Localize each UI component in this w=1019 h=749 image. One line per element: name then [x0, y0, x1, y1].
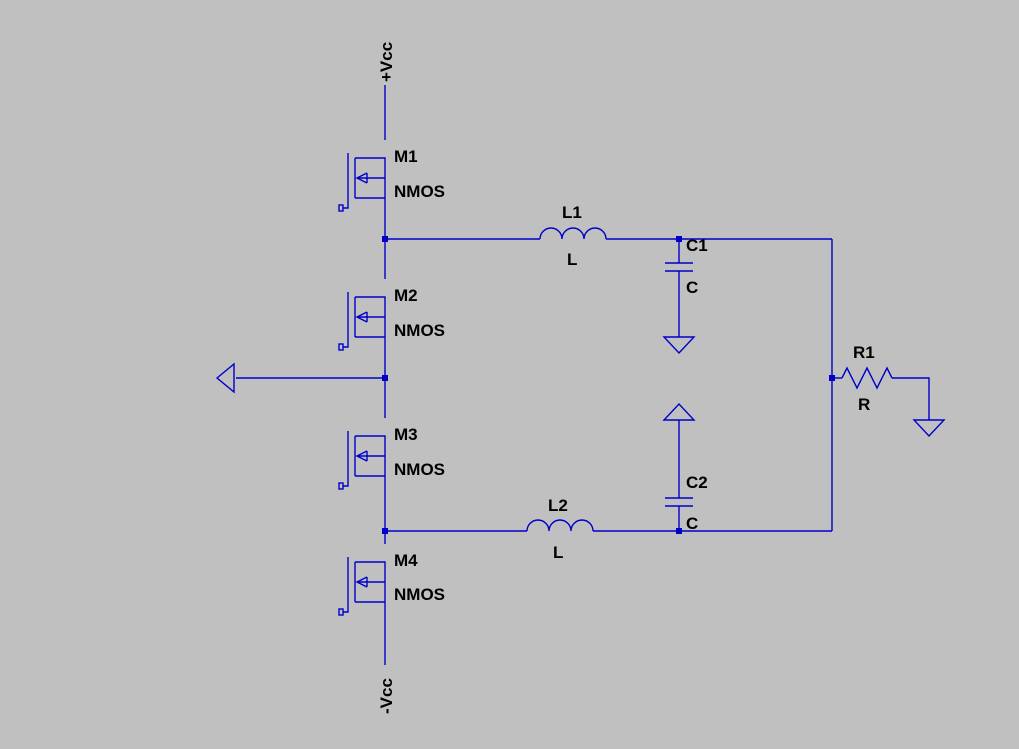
positive-rail-label: +Vcc: [377, 42, 396, 82]
resistor-r1[interactable]: [841, 366, 893, 390]
l1-value: L: [567, 250, 577, 269]
m1-value: NMOS: [394, 182, 445, 201]
c1-name: C1: [686, 236, 708, 255]
ground-icon: [663, 336, 695, 354]
junction-dot: [382, 375, 388, 381]
junction-dot: [829, 375, 835, 381]
c2-name: C2: [686, 473, 708, 492]
r1-value: R: [858, 395, 870, 414]
l2-value: L: [553, 543, 563, 562]
r1-lead-right: [892, 377, 930, 420]
negative-rail-label: -Vcc: [377, 678, 396, 714]
r1-name: R1: [853, 343, 875, 362]
l2-name: L2: [548, 496, 568, 515]
transistor-m1[interactable]: [338, 152, 386, 212]
m3-name: M3: [394, 425, 418, 444]
m2-name: M2: [394, 286, 418, 305]
inductor-l1[interactable]: [539, 227, 607, 240]
transistor-m3[interactable]: [338, 430, 386, 490]
junction-dot: [382, 236, 388, 242]
m2-value: NMOS: [394, 321, 445, 340]
m3-value: NMOS: [394, 460, 445, 479]
junction-dot: [382, 528, 388, 534]
junction-dot: [676, 528, 682, 534]
transistor-m4[interactable]: [338, 556, 386, 616]
junction-dot: [676, 236, 682, 242]
ground-icon: [662, 402, 696, 421]
ground-icon: [913, 419, 945, 437]
c2-value: C: [686, 514, 698, 533]
port-icon: [215, 362, 235, 394]
m4-name: M4: [394, 551, 418, 570]
l1-name: L1: [562, 203, 582, 222]
m1-name: M1: [394, 147, 418, 166]
c1-value: C: [686, 278, 698, 297]
m4-value: NMOS: [394, 585, 445, 604]
inductor-l2[interactable]: [526, 519, 594, 532]
transistor-m2[interactable]: [338, 291, 386, 351]
